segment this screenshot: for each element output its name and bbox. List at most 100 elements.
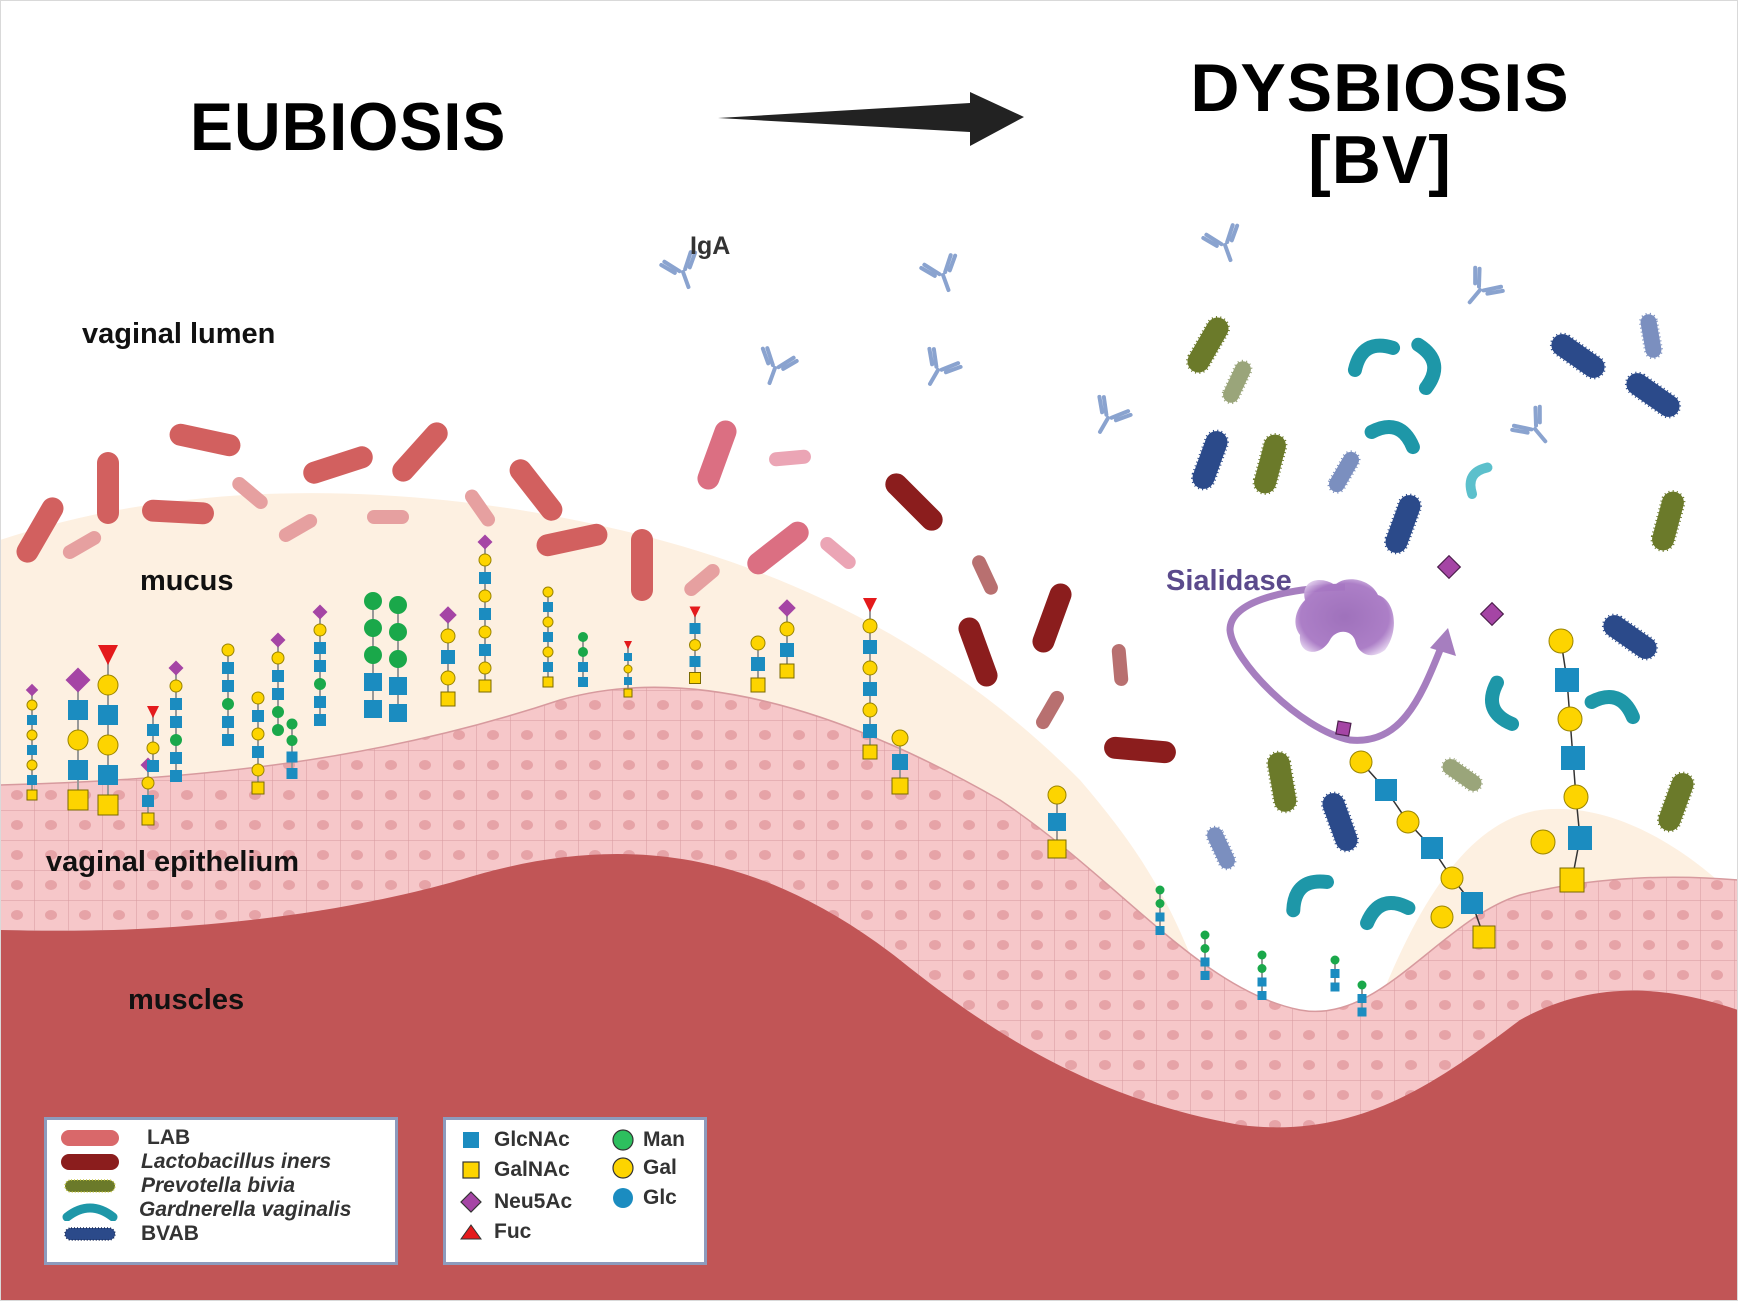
lab-bacterium <box>62 531 102 559</box>
legend-item-lactobacillus-iners: Lactobacillus iners <box>57 1150 331 1174</box>
square-icon <box>462 1161 480 1179</box>
glycan-chain <box>270 632 286 736</box>
neu5ac-residue <box>1335 720 1352 737</box>
lab-bacterium <box>769 449 811 467</box>
lactobacillus-iners-bacterium <box>958 617 998 687</box>
legend-label: Prevotella bivia <box>141 1174 296 1197</box>
glycan-chain <box>862 598 878 760</box>
spiked-bacterium <box>1639 312 1663 360</box>
label-muscles: muscles <box>128 984 245 1016</box>
legend-label: Fuc <box>494 1220 532 1243</box>
lab-bacterium <box>631 529 653 601</box>
title-dysbiosis-line2: [BV] <box>1308 122 1452 198</box>
gardnerella-bacterium <box>1584 690 1640 725</box>
glycan-chain <box>623 641 633 698</box>
label-mucus: mucus <box>140 565 234 597</box>
legend-item-lab: LAB <box>57 1126 190 1150</box>
label-vaginal-lumen: vaginal lumen <box>82 318 276 350</box>
spiked-rod-icon <box>64 1227 116 1241</box>
gardnerella-bacterium <box>1286 874 1334 918</box>
released-neu5ac <box>1436 554 1462 580</box>
gardnerella-bacterium <box>1465 462 1493 500</box>
glycan-chain-cleaved <box>1349 750 1496 949</box>
spiked-bacterium <box>1549 332 1607 380</box>
sialidase-cleavage-arrow <box>1226 583 1444 744</box>
legend-item-gardnerella-vaginalis: Gardnerella vaginalis <box>57 1198 351 1222</box>
title-dysbiosis-line1: DYSBIOSIS <box>1190 50 1570 126</box>
legend-label: Glc <box>643 1186 677 1209</box>
iga-antibody-icon <box>1510 404 1548 444</box>
lab-bacterium <box>169 423 241 457</box>
glycan-chain <box>689 606 701 684</box>
lab-bacterium <box>820 537 856 569</box>
rod-icon <box>61 1130 119 1146</box>
legend-item-galnac: GalNAc <box>460 1158 570 1182</box>
lab-bacterium <box>142 499 214 525</box>
glycan-chain <box>146 706 160 772</box>
glycan-chain <box>578 632 588 687</box>
circle-icon <box>612 1129 634 1151</box>
spiked-bacterium <box>1601 613 1659 661</box>
iga-antibody-icon <box>659 250 698 290</box>
lactobacillus-iners-bacterium <box>885 473 943 531</box>
label-sialidase: Sialidase <box>1166 565 1292 597</box>
legend-label: Neu5Ac <box>494 1190 573 1213</box>
glycan-chain <box>25 683 39 801</box>
iga-antibodies-group <box>659 223 1548 444</box>
diamond-icon <box>460 1191 482 1213</box>
triangle-icon <box>460 1224 482 1240</box>
circle-icon <box>612 1157 634 1179</box>
legend-label: LAB <box>147 1126 191 1149</box>
glycan-chain <box>251 691 265 795</box>
spiked-bacterium <box>1191 429 1229 491</box>
glycan-chain <box>97 645 119 816</box>
lab-bacterium <box>367 510 409 524</box>
glycan-chain <box>1357 980 1367 1017</box>
lab-bacterium <box>303 446 373 484</box>
lactobacillus-iners-bacterium <box>972 555 998 595</box>
sialidase-protein-icon <box>1295 579 1394 656</box>
lab-bacterium <box>97 452 119 524</box>
spiked-rod-icon <box>64 1179 116 1193</box>
legend-bacteria: LAB Lactobacillus iners Prevotella bivia… <box>44 1117 398 1265</box>
glycan-chain <box>312 604 328 726</box>
glycan-chain <box>1330 955 1340 992</box>
iga-antibody-icon <box>927 346 963 386</box>
lab-bacterium <box>232 477 268 509</box>
glycan-chain <box>750 635 766 693</box>
gardnerella-bacterium <box>1364 420 1420 455</box>
muscle-layer <box>0 854 1738 1301</box>
iga-antibody-icon <box>919 253 958 293</box>
spiked-bacterium <box>1624 371 1682 419</box>
circle-icon <box>613 1188 633 1208</box>
glycan-chain <box>389 596 407 722</box>
spiked-bacterium <box>1441 757 1483 793</box>
legend-item-fuc: Fuc <box>460 1220 531 1244</box>
glycan-chain <box>1530 628 1592 893</box>
bacteria-group <box>16 312 1695 931</box>
gardnerella-bacterium <box>1360 896 1416 931</box>
spiked-bacterium <box>1650 490 1686 552</box>
lab-bacterium <box>536 523 608 557</box>
spiked-bacterium <box>1205 825 1237 871</box>
legend-glycans: GlcNAc GalNAc Neu5Ac Fuc Man Gal Glc <box>443 1117 707 1265</box>
spiked-bacterium <box>1221 359 1253 405</box>
glycan-chain <box>439 606 457 707</box>
legend-item-glcnac: GlcNAc <box>460 1128 570 1152</box>
transition-arrow-icon <box>718 92 1024 146</box>
glycan-chain <box>891 729 909 795</box>
square-icon <box>463 1132 479 1148</box>
glycan-chain <box>65 667 91 811</box>
lab-bacterium <box>747 521 809 575</box>
iga-antibody-icon <box>1467 265 1505 305</box>
rod-icon <box>61 1154 119 1170</box>
lab-bacterium <box>684 564 720 596</box>
curved-rod-icon <box>62 1203 118 1221</box>
lactobacillus-iners-bacterium <box>1111 644 1129 686</box>
spiked-bacterium <box>1252 433 1288 495</box>
glycan-chain <box>286 718 298 779</box>
glycan-chain <box>364 592 382 718</box>
legend-label: GalNAc <box>494 1158 570 1181</box>
legend-label: Gal <box>643 1156 677 1179</box>
